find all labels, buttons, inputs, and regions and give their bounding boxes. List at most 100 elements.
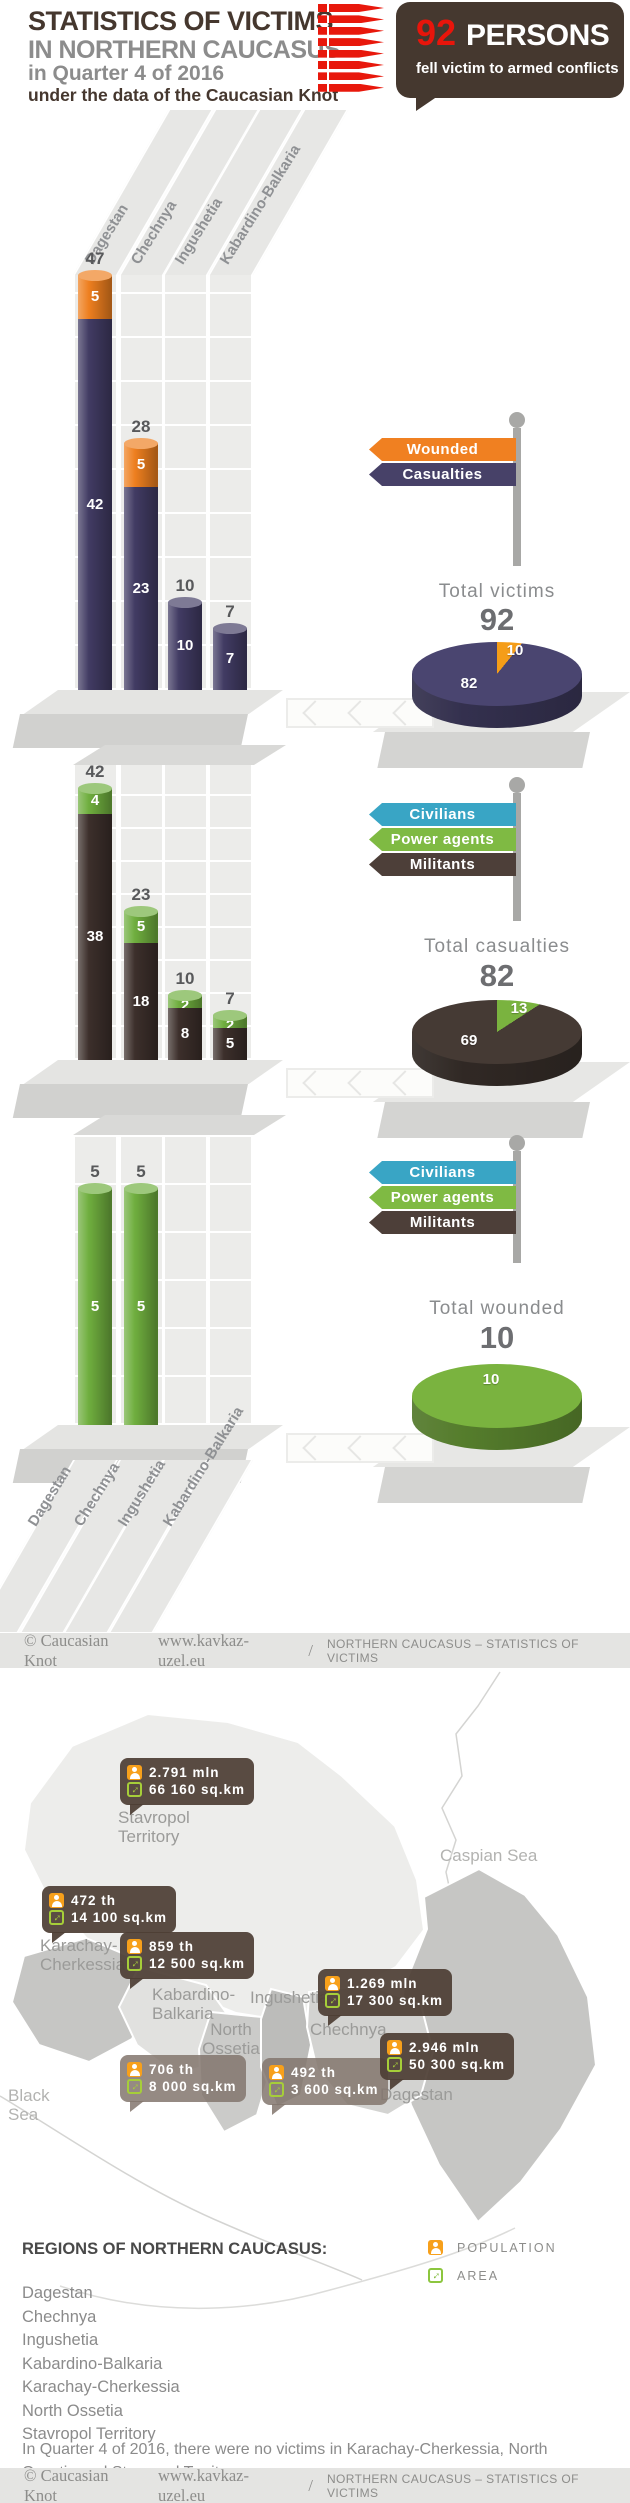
- bar-segment-casualties: 42: [78, 319, 112, 690]
- bar-segment-casualties: 23: [124, 487, 158, 690]
- region-list-item: Stavropol Territory: [22, 2425, 156, 2443]
- area-icon: ↔: [427, 2266, 444, 2284]
- title-line3: in Quarter 4 of 2016: [28, 62, 225, 85]
- platform-connector: [286, 1068, 434, 1098]
- regions-heading: REGIONS OF NORTHERN CAUCASUS:: [22, 2240, 328, 2258]
- bar-cap: [78, 1183, 112, 1194]
- bars-platform: [23, 1425, 283, 1449]
- panel-roof: [73, 1115, 287, 1135]
- map-label-line: North: [210, 2020, 252, 2039]
- population-value: 859 th: [149, 1939, 195, 1954]
- area-arrow: ↔: [126, 2077, 143, 2095]
- bar-segment-value: 8: [180, 1025, 190, 1042]
- sea-label-caspian: Caspian Sea: [440, 1846, 538, 1865]
- area-arrow: ↔: [48, 1908, 65, 1926]
- bar-segment-value: 7: [225, 650, 235, 667]
- legend-label: Militants: [409, 856, 476, 873]
- legend-pole: [513, 1151, 521, 1263]
- pie-total-casualties: [412, 1000, 582, 1064]
- legend-area-label: AREA: [457, 2268, 500, 2283]
- area-value: 12 500 sq.km: [149, 1956, 246, 1971]
- map-label-ingushetia: Ingushetia: [250, 1988, 328, 2007]
- map-label-kabardino: Kabardino- Balkaria: [152, 1985, 235, 2023]
- bar-segment-value: 38: [86, 928, 104, 945]
- bar-segment-wounded: 5: [78, 275, 112, 319]
- map-label-line: Chechnya: [310, 2020, 387, 2039]
- bar-total-value: 42: [85, 762, 105, 781]
- bar-segment-value: 23: [132, 580, 150, 597]
- callout-chechnya: 1.269 mln ↔17 300 sq.km: [318, 1969, 453, 2026]
- bar-segment-value: 42: [86, 496, 104, 513]
- legend-area: ↔ AREA: [427, 2266, 500, 2284]
- callout-stavropol: 2.791 mln ↔66 160 sq.km: [120, 1758, 255, 1815]
- bar-cap: [124, 438, 158, 449]
- pie-slice-value: 10: [506, 642, 524, 659]
- title-line2: IN NORTHERN CAUCASUS: [28, 36, 341, 64]
- area-icon: ↔: [268, 2080, 285, 2098]
- grid-column: [208, 1135, 253, 1425]
- regions-list: Dagestan Chechnya Ingushetia Kabardino-B…: [22, 2282, 180, 2447]
- population-icon: [49, 1893, 64, 1908]
- site-link[interactable]: www.kavkaz-uzel.eu: [157, 1630, 250, 1670]
- region-list-item: Dagestan: [22, 2284, 93, 2302]
- footer-title: NORTHERN CAUCASUS – STATISTICS OF VICTIM…: [326, 2471, 579, 2500]
- pie-total-value: 82: [479, 958, 515, 993]
- bar-cap: [78, 783, 112, 794]
- area-arrow: ↔: [427, 2266, 444, 2284]
- area-arrow: ↔: [126, 1954, 143, 1972]
- bar-ingushetia: 10: [168, 597, 202, 690]
- legend-label: Casualties: [402, 466, 483, 483]
- region-list-item: Ingushetia: [22, 2331, 99, 2349]
- legend-pole: [513, 793, 521, 921]
- pie-slice-value: 82: [460, 675, 478, 692]
- population-icon: [387, 2040, 402, 2055]
- bar-total-value: 5: [136, 1162, 146, 1181]
- callout-dagestan: 2.946 mln ↔50 300 sq.km: [380, 2033, 515, 2090]
- legend-pole-cap: [509, 412, 525, 428]
- bar-cap: [124, 906, 158, 917]
- map-label-stavropol: Stavropol Territory: [118, 1808, 190, 1846]
- bar-cap: [124, 1183, 158, 1194]
- bar-cap: [213, 1010, 247, 1021]
- bar-chechnya: 5: [124, 1183, 158, 1425]
- map-label-line: Balkaria: [152, 2004, 214, 2023]
- area-arrow: ↔: [268, 2080, 285, 2098]
- sea-label-black: Black Sea: [8, 2086, 50, 2124]
- bar-total-value: 23: [131, 885, 151, 904]
- copyright: © Caucasian Knot: [24, 2465, 109, 2503]
- pie-platform-front: [377, 1467, 590, 1503]
- map-label-line: Territory: [118, 1827, 180, 1846]
- site-link[interactable]: www.kavkaz-uzel.eu: [157, 2465, 250, 2503]
- bar-kabardino-balkaria: 7: [213, 623, 247, 690]
- population-value: 472 th: [71, 1893, 117, 1908]
- legend-flag-militants: Militants: [369, 853, 516, 876]
- coastline-black-sea: [0, 2095, 363, 2281]
- bar-cap: [168, 990, 202, 1001]
- bar-segment-value: 5: [225, 1035, 235, 1052]
- map-label-chechnya: Chechnya: [310, 2020, 387, 2039]
- bar-segment-value: 5: [136, 1298, 146, 1315]
- area-arrow: ↔: [126, 1780, 143, 1798]
- population-value: 2.791 mln: [149, 1765, 220, 1780]
- map-label-line: Cherkessia: [40, 1955, 126, 1974]
- area-icon: ↔: [126, 1954, 143, 1972]
- bar-segment-militants: 38: [78, 814, 112, 1060]
- bar-total-value: 10: [175, 576, 195, 595]
- title-line1: STATISTICS OF VICTIMS: [28, 6, 334, 36]
- bullets-icon: [318, 4, 388, 95]
- region-list-item: Kabardino-Balkaria: [22, 2354, 163, 2373]
- map-label-line: Ossetia: [202, 2039, 260, 2058]
- victims-subtitle: fell victim to armed conflicts: [416, 60, 619, 77]
- legend-flag-civilians: Civilians: [369, 803, 516, 826]
- legend-label: Civilians: [409, 1164, 476, 1181]
- bar-dagestan: 5 42: [78, 270, 112, 690]
- legend-pole: [513, 428, 521, 566]
- bar-cap: [78, 270, 112, 281]
- area-value: 17 300 sq.km: [347, 1993, 444, 2008]
- bar-total-value: 7: [225, 602, 235, 621]
